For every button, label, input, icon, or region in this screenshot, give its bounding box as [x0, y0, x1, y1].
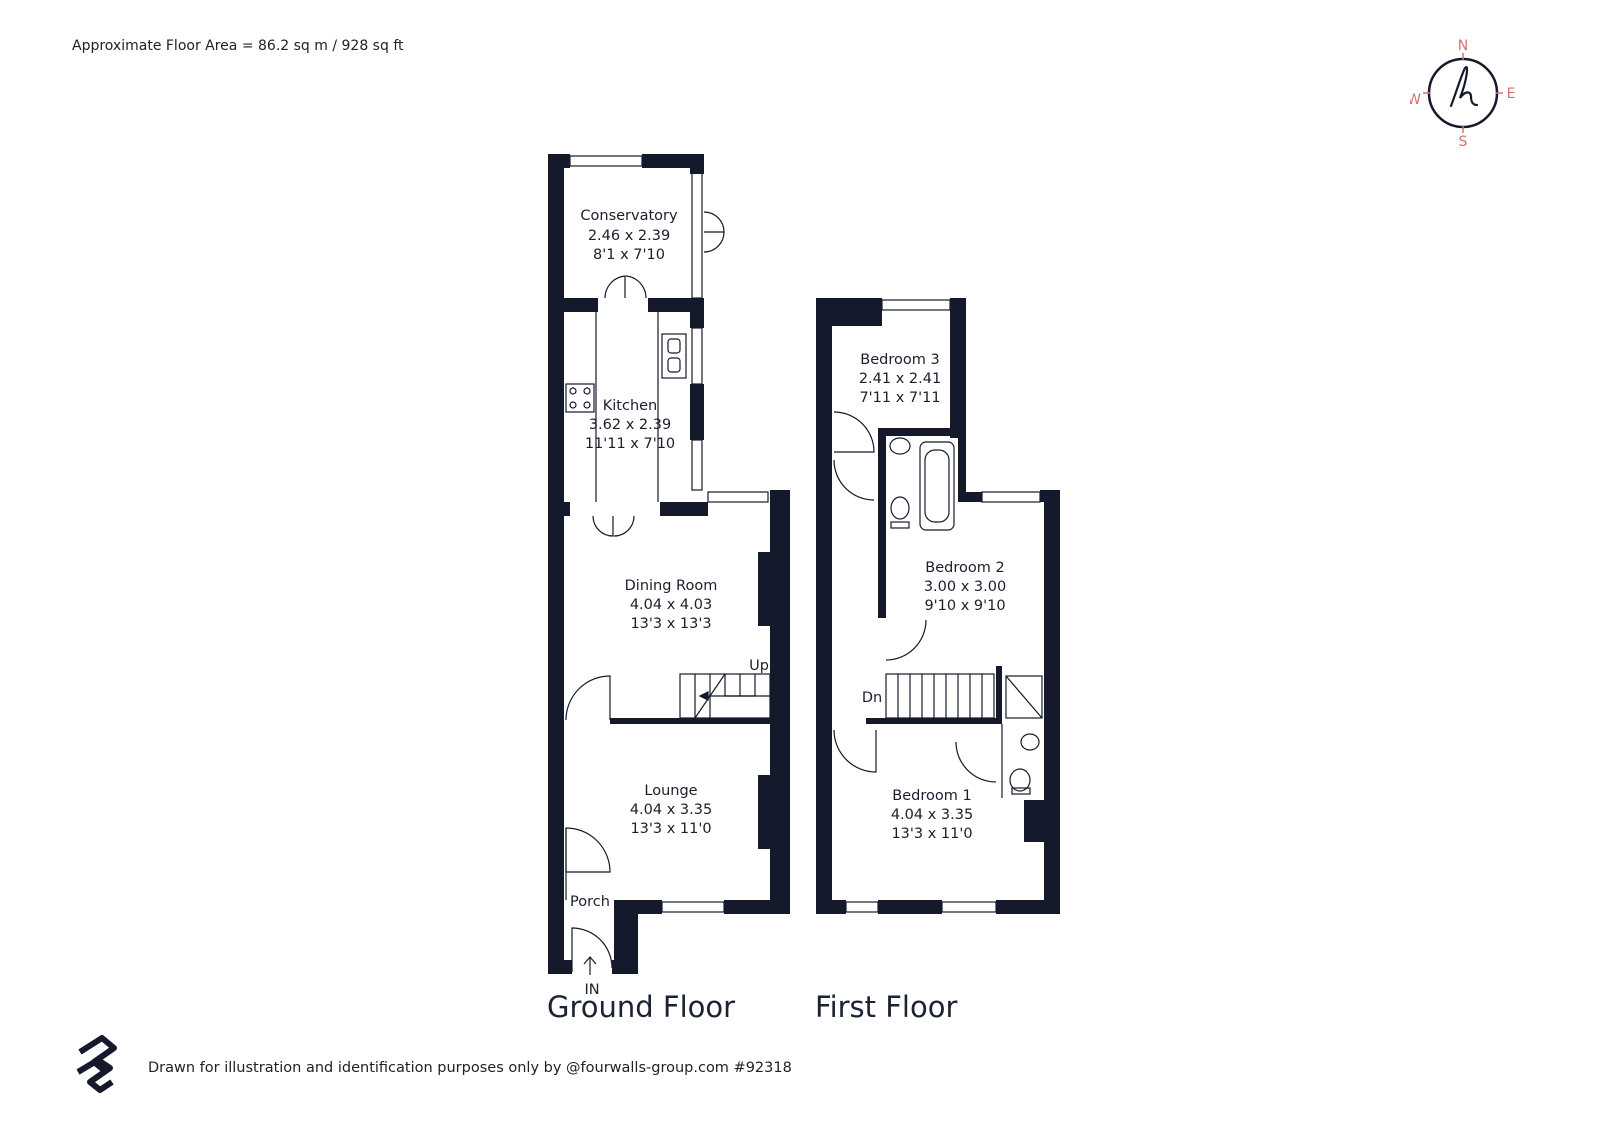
- kitchen-name: Kitchen: [603, 398, 658, 414]
- conservatory-metric: 2.46 x 2.39: [588, 228, 670, 244]
- stairs-down-label: Dn: [862, 690, 882, 706]
- bedroom-2-name: Bedroom 2: [925, 560, 1004, 576]
- dining-room-imperial: 13'3 x 13'3: [630, 616, 711, 632]
- bedroom-2-imperial: 9'10 x 9'10: [924, 598, 1005, 614]
- bedroom-3-imperial: 7'11 x 7'11: [859, 390, 940, 406]
- compass-south-label: S: [1459, 134, 1468, 148]
- bedroom-1-name: Bedroom 1: [892, 788, 971, 804]
- footer-disclaimer: Drawn for illustration and identificatio…: [148, 1060, 792, 1076]
- stairs-up-label: Up: [749, 658, 769, 674]
- bedroom-2-metric: 3.00 x 3.00: [924, 579, 1006, 595]
- first-floor-labels: Bedroom 3 2.41 x 2.41 7'11 x 7'11 Bedroo…: [859, 352, 1006, 842]
- ground-floor-labels: Conservatory 2.46 x 2.39 8'1 x 7'10 Kitc…: [570, 208, 769, 998]
- first-floor-fixtures: [833, 299, 1043, 913]
- porch-name: Porch: [570, 894, 610, 910]
- first-floor-title: First Floor: [815, 990, 958, 1024]
- entrance-arrow-icon: [583, 956, 597, 975]
- kitchen-imperial: 11'11 x 7'10: [585, 436, 675, 452]
- ground-floor-walls: [548, 154, 790, 974]
- conservatory-name: Conservatory: [580, 208, 678, 224]
- fourwalls-logo-icon: [76, 1035, 117, 1093]
- floor-area-note: Approximate Floor Area = 86.2 sq m / 928…: [72, 38, 404, 54]
- bedroom-1-metric: 4.04 x 3.35: [891, 807, 973, 823]
- dining-room-metric: 4.04 x 4.03: [630, 597, 712, 613]
- entrance-label: IN: [584, 982, 599, 998]
- ground-floor-fixtures: [565, 155, 771, 972]
- bedroom-1-imperial: 13'3 x 11'0: [891, 826, 972, 842]
- compass-north-label: N: [1458, 38, 1468, 54]
- compass-logo-h-icon: [1449, 66, 1479, 108]
- ground-floor-title: Ground Floor: [547, 990, 736, 1024]
- compass: N E S W: [1410, 38, 1516, 148]
- conservatory-imperial: 8'1 x 7'10: [593, 247, 665, 263]
- lounge-name: Lounge: [644, 783, 697, 799]
- lounge-metric: 4.04 x 3.35: [630, 802, 712, 818]
- bedroom-3-metric: 2.41 x 2.41: [859, 371, 941, 387]
- kitchen-metric: 3.62 x 2.39: [589, 417, 671, 433]
- lounge-imperial: 13'3 x 11'0: [630, 821, 711, 837]
- compass-east-label: E: [1507, 86, 1516, 102]
- first-floor-walls: [816, 298, 1060, 914]
- dining-room-name: Dining Room: [625, 578, 718, 594]
- bedroom-3-name: Bedroom 3: [860, 352, 939, 368]
- compass-west-label: W: [1410, 92, 1421, 108]
